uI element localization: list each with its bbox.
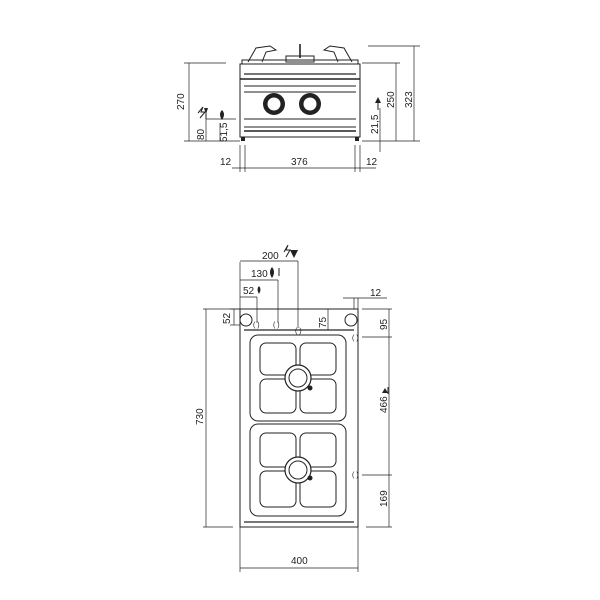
knob-left	[263, 93, 285, 115]
water-connection-icon-right	[382, 387, 389, 394]
svg-text:( ): ( )	[295, 328, 302, 335]
svg-text:( ): ( )	[352, 335, 359, 342]
burner-bottom	[249, 423, 347, 517]
electric-connection-icon-top	[283, 244, 298, 258]
water-connection-icon	[375, 97, 381, 110]
dim-top-12: 12	[370, 288, 382, 299]
svg-text:( ): ( )	[352, 472, 359, 479]
dim-top-130: 130	[251, 269, 268, 280]
dim-front-250: 250	[386, 91, 397, 108]
dim-top-169: 169	[379, 490, 390, 507]
gas-connection-icon	[220, 110, 224, 120]
knob-right	[299, 93, 321, 115]
dim-top-95: 95	[379, 318, 390, 330]
dim-front-21-5: 21,5	[370, 114, 381, 134]
dim-top-75: 75	[318, 316, 329, 328]
top-view: ( ) ( ) ( ) ( ) ( ) 2	[195, 244, 392, 572]
burner-top	[249, 334, 347, 422]
dim-top-52-y: 52	[222, 312, 233, 324]
dim-top-466: 466	[379, 396, 390, 413]
dim-front-12-left: 12	[220, 157, 232, 168]
dim-front-51-5: 51,5	[219, 122, 230, 142]
gas-connection-icon-top	[257, 286, 261, 294]
front-view: 270 80 51,5 250 323 21,5	[176, 44, 420, 172]
dim-top-730: 730	[195, 408, 206, 425]
electric-connection-icon	[197, 106, 208, 119]
svg-text:( ): ( )	[253, 322, 260, 329]
dim-top-200: 200	[262, 251, 279, 262]
dim-front-376: 376	[291, 157, 308, 168]
dim-top-400: 400	[291, 556, 308, 567]
dim-front-80: 80	[196, 128, 207, 140]
dim-front-12-right: 12	[366, 157, 378, 168]
dim-top-52-x: 52	[243, 286, 255, 297]
svg-text:( ): ( )	[273, 322, 280, 329]
dim-front-323: 323	[404, 91, 415, 108]
dim-front-270: 270	[176, 93, 187, 110]
water-connection-icon-top	[270, 267, 280, 278]
